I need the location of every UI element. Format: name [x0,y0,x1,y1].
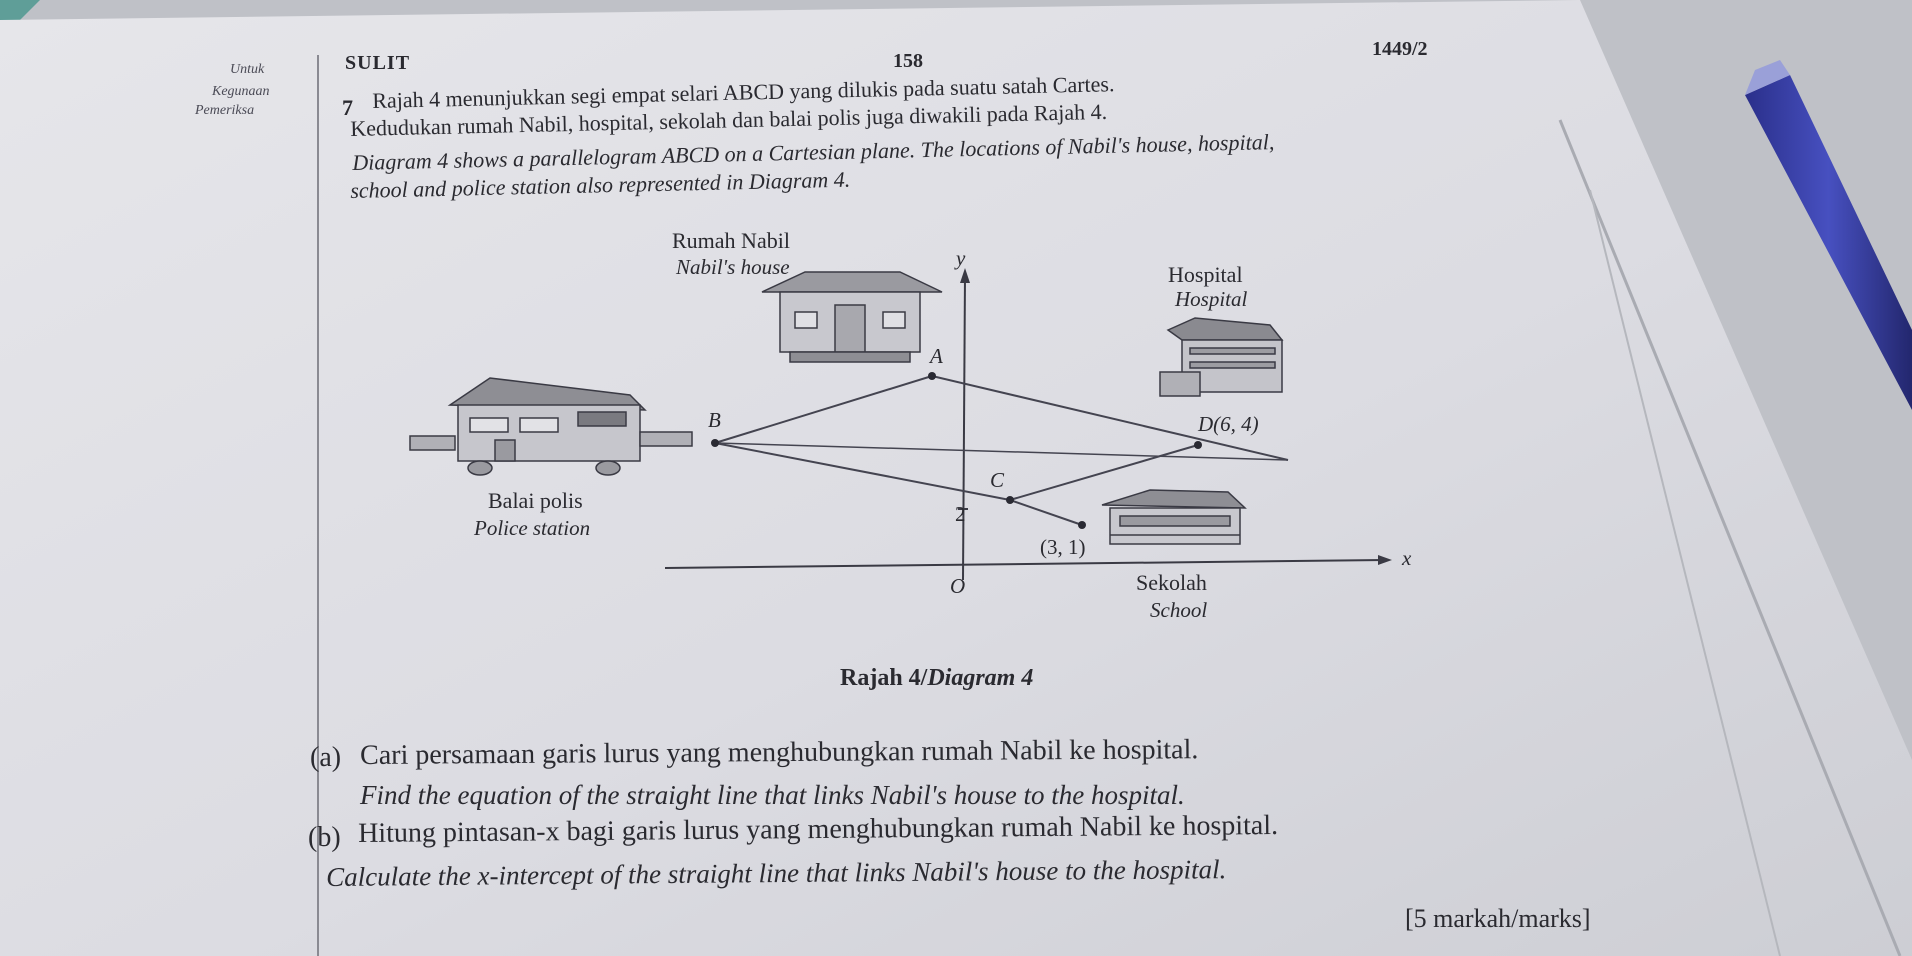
label-a: A [930,344,943,368]
label-hospital-english: Hospital [1175,287,1248,311]
label-police-english: Police station [474,516,591,540]
label-police-malay: Balai polis [488,488,583,513]
label-house-malay: Rumah Nabil [672,228,790,253]
x-axis [664,559,1386,569]
point-d [1194,441,1202,449]
police-station-icon [409,377,693,476]
margin-note-kegunaan: Kegunaan [212,84,270,99]
side-ab [714,375,933,444]
hospital-icon [1159,317,1284,397]
page-number: 158 [893,50,923,72]
label-b: B [708,408,721,432]
point-a [928,372,936,380]
margin-note-pemeriksa: Pemeriksa [195,103,255,118]
axes [664,268,1392,581]
margin-note-untuk: Untuk [230,62,265,77]
label-axis-y: y [956,246,966,270]
point-c [1006,496,1014,504]
pen-icon [1745,60,1912,410]
line-house-hospital [931,375,1289,461]
diagram-caption: Rajah 4/Diagram 4 [840,665,1033,692]
y-axis [962,274,966,581]
label-hospital-malay: Hospital [1168,262,1243,287]
question-number: 7 [342,95,353,120]
sulit-label: SULIT [345,52,411,74]
line-c-school [1009,499,1083,526]
caption-english: Diagram 4 [927,665,1034,691]
point-b [711,439,719,447]
label-school-malay: Sekolah [1136,570,1207,595]
x-axis-arrow [1378,555,1392,565]
label-point-3-1: (3, 1) [1040,535,1086,559]
line-b-d [714,442,1289,461]
house-icon [761,271,943,363]
caption-malay: Rajah 4/ [840,665,928,691]
point-3-1 [1078,521,1086,529]
part-a-label: (a) [310,742,342,773]
label-house-english: Nabil's house [676,255,790,279]
paper-code: 1449/2 [1372,38,1428,60]
part-a-english: Find the equation of the straight line t… [360,780,1185,810]
side-cd [1009,444,1199,501]
label-d: D(6, 4) [1198,412,1259,436]
part-a-malay: Cari persamaan garis lurus yang menghubu… [360,734,1199,771]
label-c: C [990,468,1005,492]
label-axis-x: x [1402,546,1412,570]
side-bc [714,442,1011,501]
y-axis-arrow [960,268,970,283]
part-b-label: (b) [308,822,341,853]
label-origin: O [950,574,966,598]
label-school-english: School [1150,598,1208,622]
school-icon [1101,489,1247,545]
label-tick-2: 2 [955,502,966,526]
marks-allocation: [5 markah/marks] [1405,904,1591,933]
